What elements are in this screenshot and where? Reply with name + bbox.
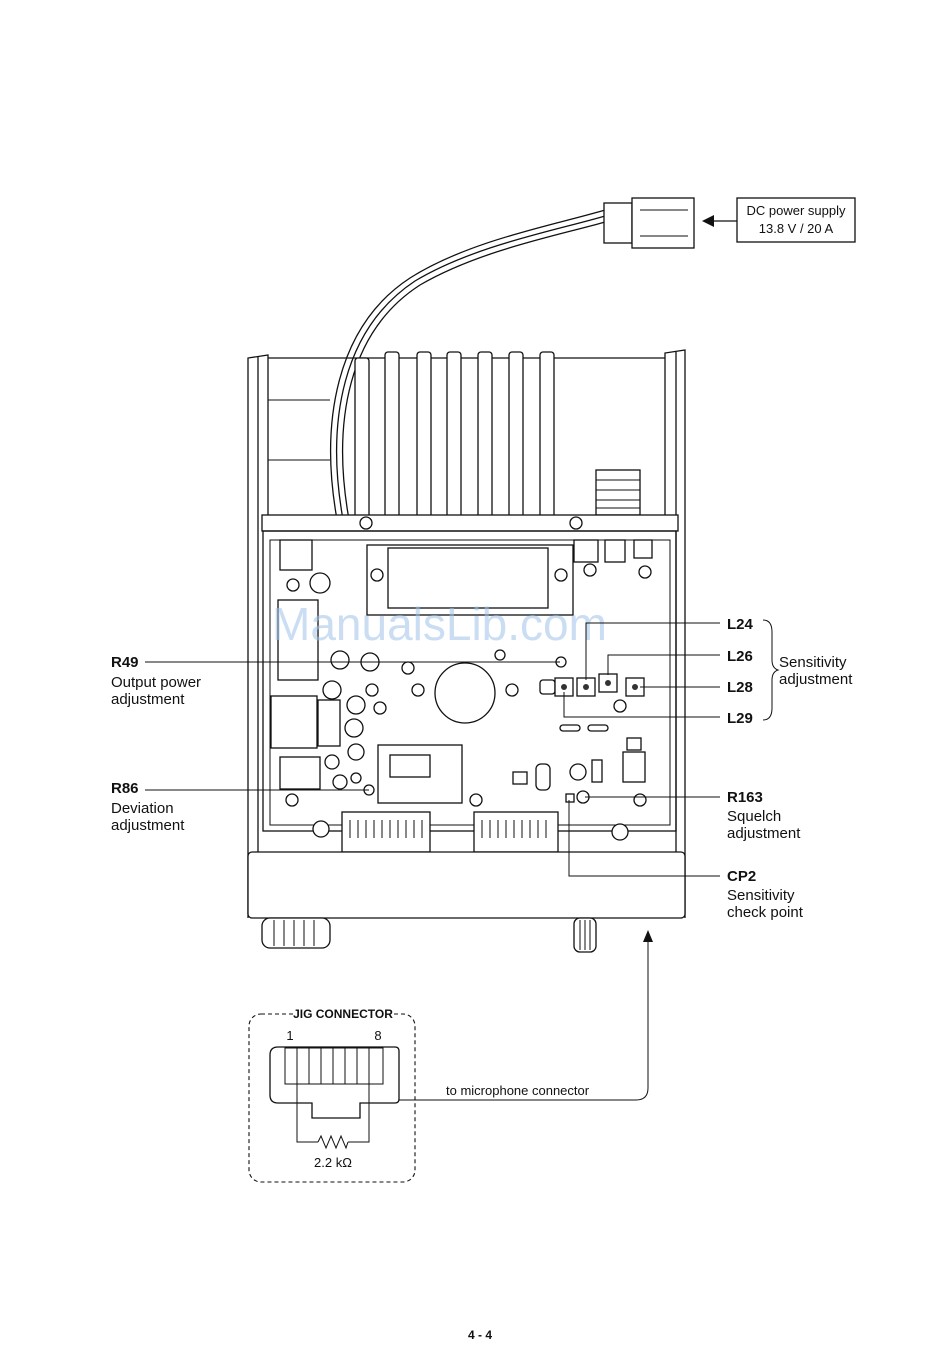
page-number: 4 - 4 (468, 1328, 492, 1342)
label-r163-desc1: Squelch (727, 808, 781, 825)
label-r49-desc2: adjustment (111, 691, 185, 708)
mic-connector-arrow: to microphone connector (399, 930, 653, 1100)
label-cp2-desc2: check point (727, 904, 804, 921)
jig-connector: JIG CONNECTOR 1 8 2.2 kΩ (249, 1006, 415, 1182)
label-r163-desc2: adjustment (727, 825, 801, 842)
label-r86-desc1: Deviation (111, 800, 174, 817)
jig-pin-first: 1 (286, 1028, 293, 1043)
power-supply-line2: 13.8 V / 20 A (759, 221, 834, 236)
label-l24: L24 (727, 616, 754, 633)
label-cp2-desc1: Sensitivity (727, 887, 795, 904)
power-cable (331, 210, 605, 525)
label-l26: L26 (727, 648, 753, 665)
channel-knob (574, 918, 596, 952)
power-arrow (702, 215, 737, 227)
to-mic-label: to microphone connector (446, 1083, 590, 1098)
label-r86: R86 (111, 780, 139, 797)
label-r163: R163 (727, 789, 763, 806)
volume-knob (262, 918, 330, 948)
jig-resistor: 2.2 kΩ (314, 1155, 352, 1170)
radio-chassis (248, 350, 685, 952)
label-r86-desc2: adjustment (111, 817, 185, 834)
label-l29: L29 (727, 710, 753, 727)
label-r49: R49 (111, 654, 139, 671)
label-cp2: CP2 (727, 868, 756, 885)
jig-pin-last: 8 (374, 1028, 381, 1043)
power-supply-line1: DC power supply (747, 203, 846, 218)
sensitivity-label-1: Sensitivity (779, 654, 847, 671)
watermark: ManualsLib.com (272, 598, 607, 650)
label-l28: L28 (727, 679, 753, 696)
antenna-connector (596, 470, 640, 515)
jig-title: JIG CONNECTOR (293, 1007, 393, 1021)
sensitivity-label-2: adjustment (779, 671, 853, 688)
heatsink-fins (268, 352, 554, 518)
power-supply-box: DC power supply 13.8 V / 20 A (737, 198, 855, 242)
power-plug (604, 198, 694, 248)
label-r49-desc1: Output power (111, 674, 201, 691)
